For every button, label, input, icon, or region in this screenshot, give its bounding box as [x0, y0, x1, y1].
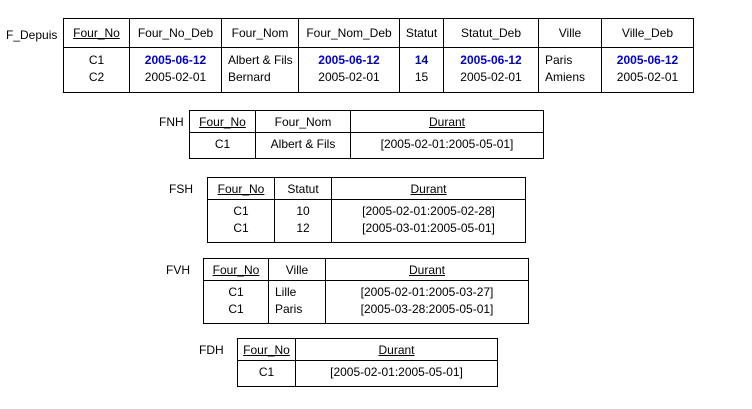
- data-rows: C1 Albert & Fils [2005-02-01:2005-05-01]: [189, 132, 544, 159]
- cell-value: 2005-02-01: [318, 70, 380, 84]
- cell-value: 2005-06-12: [144, 53, 207, 67]
- cell-value: Paris: [275, 302, 303, 316]
- cell-value: 15: [414, 70, 429, 84]
- cell-value: [2005-02-01:2005-02-28]: [362, 204, 495, 218]
- col-header-four-no-deb: Four_No_Deb: [129, 18, 222, 48]
- fnh-label: FNH: [159, 115, 184, 129]
- cell-value: C1: [233, 221, 249, 235]
- header-row: Four_No Statut Durant: [207, 177, 526, 200]
- col-header-four-no: Four_No: [203, 258, 269, 281]
- col-header-four-no: Four_No: [189, 110, 256, 133]
- cell-value: 12: [296, 221, 310, 235]
- header-row: Four_No Four_No_Deb Four_Nom Four_Nom_De…: [63, 18, 694, 48]
- col-header-durant: Durant: [295, 338, 498, 361]
- cell-value: Albert & Fils: [270, 137, 336, 151]
- header-row: Four_No Four_Nom Durant: [189, 110, 544, 133]
- cell-value: 2005-02-01: [616, 70, 679, 84]
- f-depuis-label: F_Depuis: [6, 28, 58, 42]
- cell-value: C1: [228, 302, 244, 316]
- col-header-four-no: Four_No: [207, 177, 275, 200]
- cell-value: Lille: [275, 285, 297, 299]
- cell-value: Amiens: [545, 70, 586, 84]
- fnh-table: Four_No Four_Nom Durant C1 Albert & Fils…: [189, 110, 544, 159]
- cell-value: C2: [88, 70, 105, 84]
- col-header-four-nom: Four_Nom: [255, 110, 351, 133]
- cell-value: [2005-03-01:2005-05-01]: [362, 221, 495, 235]
- header-row: Four_No Durant: [237, 338, 498, 361]
- cell-value: [2005-02-01:2005-03-27]: [360, 285, 494, 299]
- fvh-table: Four_No Ville Durant C1 C1 Lille Paris […: [203, 258, 529, 324]
- cell-value: Bernard: [228, 70, 271, 84]
- col-header-statut: Statut: [274, 177, 332, 200]
- cell-value: [2005-02-01:2005-05-01]: [380, 137, 514, 151]
- cell-value: 2005-06-12: [460, 53, 522, 67]
- col-header-four-nom-deb: Four_Nom_Deb: [298, 18, 400, 48]
- col-header-durant: Durant: [350, 110, 544, 133]
- col-header-four-no: Four_No: [237, 338, 296, 361]
- cell-value: Paris: [545, 53, 573, 67]
- data-rows: C1 C2 2005-06-12 2005-02-01 Albert & Fil…: [63, 47, 694, 93]
- f-depuis-table: Four_No Four_No_Deb Four_Nom Four_Nom_De…: [63, 18, 694, 93]
- cell-value: [2005-03-28:2005-05-01]: [360, 302, 494, 316]
- col-header-ville-deb: Ville_Deb: [601, 18, 694, 48]
- fvh-label: FVH: [166, 263, 190, 277]
- col-header-four-no: Four_No: [63, 18, 130, 48]
- cell-value: C1: [228, 285, 244, 299]
- cell-value: C1: [233, 204, 249, 218]
- fdh-label: FDH: [199, 343, 224, 357]
- col-header-durant: Durant: [331, 177, 526, 200]
- fdh-table: Four_No Durant C1 [2005-02-01:2005-05-01…: [237, 338, 498, 387]
- data-rows: C1 C1 Lille Paris [2005-02-01:2005-03-27…: [203, 280, 529, 324]
- cell-value: [2005-02-01:2005-05-01]: [330, 365, 463, 379]
- header-row: Four_No Ville Durant: [203, 258, 529, 281]
- col-header-four-nom: Four_Nom: [221, 18, 299, 48]
- fsh-table: Four_No Statut Durant C1 C1 10 12 [2005-…: [207, 177, 526, 243]
- col-header-statut: Statut: [399, 18, 444, 48]
- data-rows: C1 C1 10 12 [2005-02-01:2005-02-28] [200…: [207, 199, 526, 243]
- fsh-label: FSH: [169, 182, 193, 196]
- cell-value: 2005-02-01: [460, 70, 522, 84]
- data-rows: C1 [2005-02-01:2005-05-01]: [237, 360, 498, 387]
- col-header-statut-deb: Statut_Deb: [443, 18, 539, 48]
- cell-value: C1: [258, 365, 275, 379]
- cell-value: 2005-06-12: [616, 53, 679, 67]
- cell-value: 2005-02-01: [144, 70, 207, 84]
- cell-value: 2005-06-12: [318, 53, 380, 67]
- cell-value: Albert & Fils: [228, 53, 293, 67]
- col-header-ville: Ville: [268, 258, 326, 281]
- cell-value: C1: [88, 53, 105, 67]
- col-header-durant: Durant: [325, 258, 529, 281]
- col-header-ville: Ville: [538, 18, 602, 48]
- cell-value: 10: [296, 204, 310, 218]
- cell-value: 14: [414, 53, 429, 67]
- cell-value: C1: [214, 137, 231, 151]
